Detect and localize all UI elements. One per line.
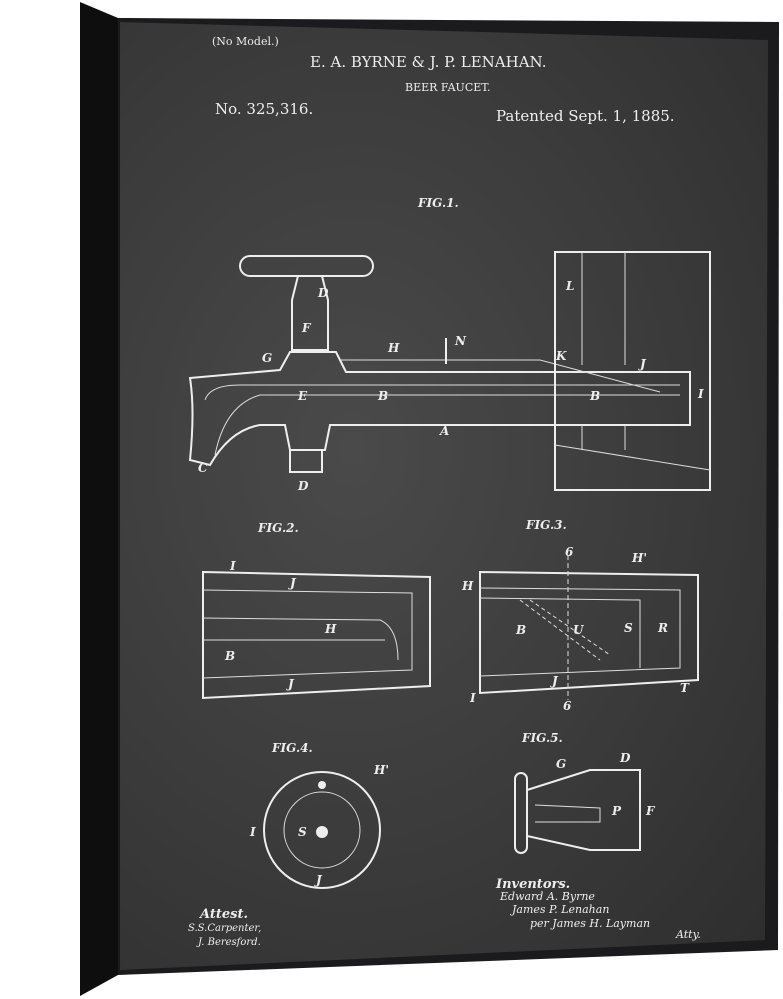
label-a: A	[439, 424, 449, 438]
attorney: per James H. Layman	[530, 917, 650, 930]
label-k: K	[555, 349, 567, 363]
patent-number: No. 325,316.	[215, 100, 313, 118]
inventors-title: E. A. BYRNE & J. P. LENAHAN.	[310, 53, 546, 71]
label-c: C	[198, 461, 208, 475]
fig5-detail	[514, 769, 641, 854]
fig2-label-h: H	[324, 622, 337, 636]
label-g: G	[262, 351, 272, 365]
fig2-section	[202, 570, 431, 700]
fig3-label-b: B	[515, 623, 526, 637]
label-n: N	[454, 334, 467, 348]
fig4-label-hprime: H'	[373, 763, 389, 777]
label-i: I	[697, 387, 704, 401]
label-l: L	[565, 279, 574, 293]
label-b: B	[377, 389, 388, 403]
attorney-abbrev: Atty.	[675, 928, 701, 941]
fig4-label-s: S	[298, 825, 307, 839]
label-b-2: B	[589, 389, 600, 403]
fig5-label-f: F	[645, 804, 656, 818]
fig5-label-d: D	[619, 751, 631, 765]
fig3-label-i: I	[469, 691, 476, 705]
fig5-label-p: P	[611, 804, 622, 818]
fig3-label-6-2: 6	[563, 699, 572, 713]
fig2-label-b: B	[224, 649, 235, 663]
fig4-title: FIG.4.	[271, 741, 313, 755]
label-d-2: D	[297, 479, 309, 493]
fig4-label-i: I	[249, 825, 256, 839]
fig1-faucet	[188, 251, 711, 491]
label-h: H	[387, 341, 400, 355]
fig3-label-s: S	[624, 621, 633, 635]
attest-label: Attest.	[198, 907, 248, 922]
inventors-heading: Inventors.	[495, 877, 570, 892]
inventor-1: Edward A. Byrne	[499, 890, 595, 903]
fig4-label-j: J	[314, 873, 323, 887]
fig5-title: FIG.5.	[521, 731, 563, 745]
fig3-label-6: 6	[565, 545, 574, 559]
fig2-label-j: J	[288, 576, 297, 590]
fig3-title: FIG.3.	[525, 518, 567, 532]
witness-2: J. Beresford.	[196, 937, 261, 948]
fig3-section	[479, 555, 699, 700]
fig3-label-hprime: H'	[631, 551, 647, 565]
fig3-label-j: J	[550, 674, 559, 688]
label-d: D	[317, 286, 329, 300]
fig3-label-u: U	[573, 623, 585, 637]
model-note: (No Model.)	[212, 35, 279, 48]
fig5-label-g: G	[556, 757, 566, 771]
fig2-title: FIG.2.	[257, 521, 299, 535]
label-j: J	[638, 357, 647, 371]
label-e: E	[297, 389, 308, 403]
fig4-cross-section	[263, 771, 381, 889]
fig1-title: FIG.1.	[417, 196, 459, 210]
fig2-label-j-2: J	[286, 677, 295, 691]
patent-date: Patented Sept. 1, 1885.	[496, 107, 675, 125]
witness-1: S.S.Carpenter,	[188, 923, 261, 934]
fig2-label-i: I	[229, 559, 236, 573]
invention-title: BEER FAUCET.	[405, 81, 490, 94]
label-f: F	[301, 321, 312, 335]
inventor-2: James P. Lenahan	[510, 903, 609, 916]
fig3-label-h: H	[461, 579, 474, 593]
fig3-label-r: R	[657, 621, 668, 635]
fig3-label-t: T	[680, 681, 690, 695]
